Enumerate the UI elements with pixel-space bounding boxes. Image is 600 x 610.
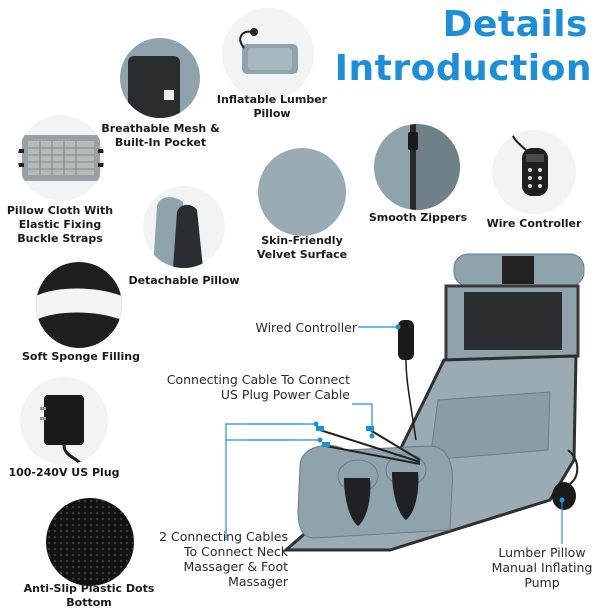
smooth-zippers-image [374,124,460,210]
detachable-pillow-caption: Detachable Pillow [128,274,240,287]
soft-sponge-image [36,262,122,348]
connecting-cable-label: Connecting Cable To Connect US Plug Powe… [166,372,350,402]
detachable-pillow-image [143,186,225,268]
velvet-surface-image [258,148,346,236]
title-details: Details [442,4,588,45]
lumbar-pillow-caption: Inflatable Lumber Pillow [216,93,328,120]
title-introduction: Introduction [334,48,592,89]
pillow-cloth-image [18,115,104,201]
anti-slip-dots-image [46,498,134,586]
us-plug-caption: 100-240V US Plug [8,466,120,479]
pillow-cloth-caption: Pillow Cloth With Elastic Fixing Buckle … [6,204,114,245]
smooth-zippers-caption: Smooth Zippers [368,211,468,224]
breathable-mesh-caption: Breathable Mesh & Built-In Pocket [101,122,220,149]
velvet-surface-caption: Skin-Friendly Velvet Surface [256,234,348,261]
lumbar-pump-label: Lumber Pillow Manual Inflating Pump [491,545,593,590]
wire-controller-image [492,130,576,214]
breathable-mesh-image [120,38,200,118]
soft-sponge-caption: Soft Sponge Filling [22,350,141,363]
lumbar-pillow-image [222,8,314,100]
us-plug-image [20,377,108,465]
product-massage-mat-image [280,250,600,580]
wire-controller-caption: Wire Controller [486,217,582,230]
two-cables-label: 2 Connecting Cables To Connect Neck Mass… [159,529,288,589]
wired-controller-label: Wired Controller [255,320,357,335]
